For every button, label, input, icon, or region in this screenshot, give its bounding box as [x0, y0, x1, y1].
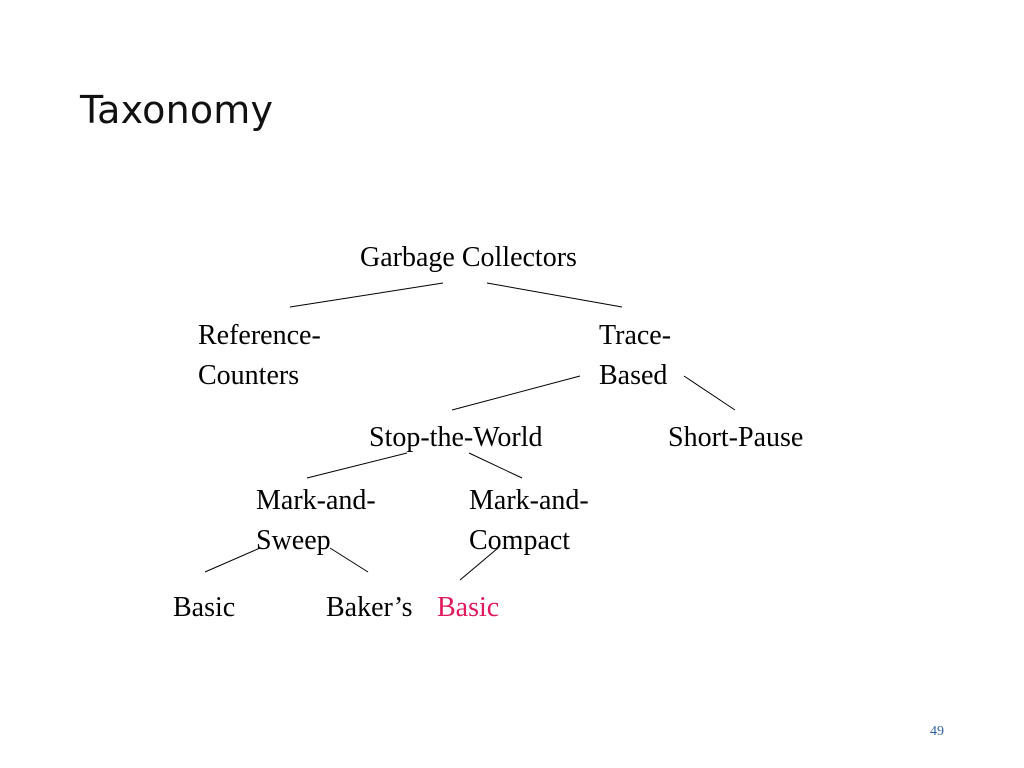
node-stop-the-world: Stop-the-World — [369, 422, 543, 453]
node-reference-counters: Reference- Counters — [198, 316, 321, 396]
edge-trace-shortpause — [683, 375, 736, 411]
node-trace-based-line1: Trace- — [599, 320, 672, 351]
node-reference-counters-line2: Counters — [198, 360, 300, 391]
node-bakers: Baker’s — [326, 592, 413, 623]
node-mark-and-compact: Mark-and- Compact — [469, 481, 589, 561]
edge-stw-markcompact — [468, 452, 523, 479]
node-mark-and-compact-line1: Mark-and- — [469, 485, 589, 516]
slide-number: 49 — [930, 724, 944, 739]
node-mark-and-sweep-line2: Sweep — [256, 525, 331, 556]
edge-sweep-basic — [204, 547, 261, 573]
edge-trace-stw — [451, 375, 581, 411]
node-short-pause: Short-Pause — [668, 422, 804, 453]
node-sweep-basic: Basic — [173, 592, 236, 623]
node-compact-basic: Basic — [437, 592, 500, 623]
node-garbage-collectors: Garbage Collectors — [360, 242, 577, 273]
slide-title: Taxonomy — [80, 88, 274, 132]
edge-sweep-bakers — [329, 547, 369, 573]
edge-root-refcount — [289, 282, 444, 308]
node-trace-based: Trace- Based — [599, 316, 671, 396]
node-mark-and-compact-line2: Compact — [469, 525, 571, 556]
edge-stw-marksweep — [306, 452, 408, 479]
node-reference-counters-line1: Reference- — [198, 320, 321, 351]
edge-root-trace — [486, 282, 623, 308]
node-mark-and-sweep: Mark-and- Sweep — [256, 481, 376, 561]
edge-compact-basic — [459, 547, 499, 581]
node-mark-and-sweep-line1: Mark-and- — [256, 485, 376, 516]
node-trace-based-line2: Based — [599, 360, 668, 391]
